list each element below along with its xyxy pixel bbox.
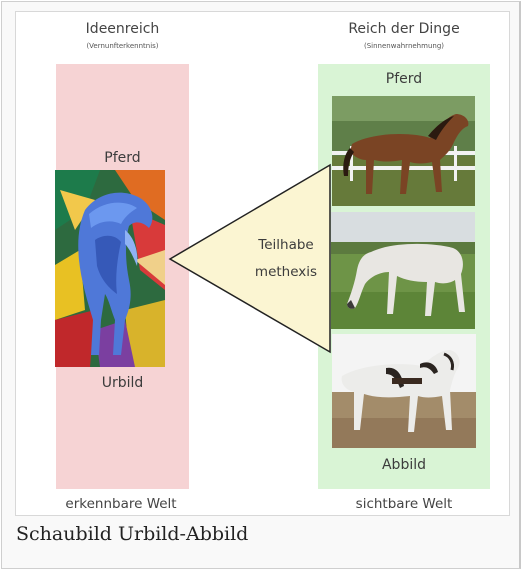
reich-der-dinge-subtitle: (Sinnenwahrnehmung) xyxy=(364,42,444,50)
urbild-abbild-diagram: Ideenreich (Vernunfterkenntnis) Reich de… xyxy=(15,11,510,516)
abbild-pferd-label: Pferd xyxy=(385,71,423,87)
erkennbare-welt-label: erkennbare Welt xyxy=(65,496,177,512)
ideenreich-subtitle: (Vernunfterkenntnis) xyxy=(86,42,159,50)
teilhabe-triangle xyxy=(168,163,331,354)
reich-der-dinge-title: Reich der Dinge xyxy=(348,21,460,37)
harnessed-white-horse-photo-icon xyxy=(332,334,476,448)
figure-caption: Schaubild Urbild-Abbild xyxy=(16,523,249,545)
urbild-pferd-label: Pferd xyxy=(104,150,141,166)
methexis-label: methexis xyxy=(254,264,318,280)
urbild-label: Urbild xyxy=(101,375,144,391)
sichtbare-welt-label: sichtbare Welt xyxy=(355,496,453,512)
grazing-white-horse-photo-icon xyxy=(331,212,475,329)
teilhabe-label: Teilhabe xyxy=(258,237,314,253)
brown-horse-photo-icon xyxy=(332,96,475,206)
blue-horse-painting-icon xyxy=(55,170,165,367)
abbild-label: Abbild xyxy=(381,457,427,473)
ideenreich-title: Ideenreich xyxy=(85,21,160,37)
